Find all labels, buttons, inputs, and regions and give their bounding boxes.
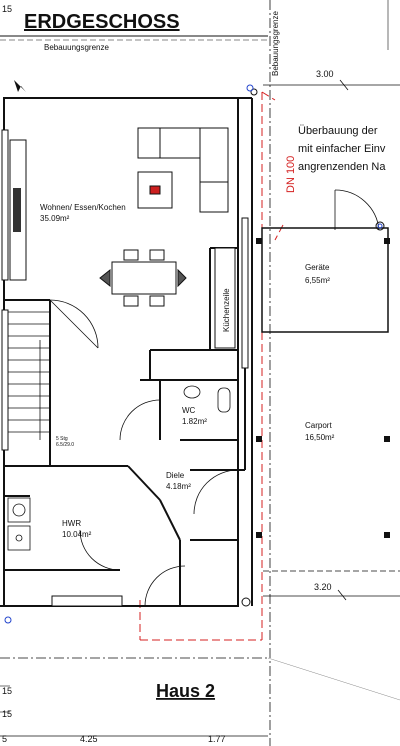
dim-bottom-a: 4.25: [80, 734, 98, 744]
note-line-3: angrenzenden Na: [298, 161, 386, 173]
dn-label: DN 100: [285, 156, 297, 193]
dim-top-right: 3.00: [316, 69, 334, 79]
page-title: ERDGESCHOSS: [24, 11, 180, 33]
red-marker: [149, 185, 161, 195]
windows: [1, 129, 249, 607]
room-wc-name: WC: [182, 406, 196, 415]
door-swings: [49, 189, 380, 607]
dim-left-b1: 15: [2, 686, 12, 696]
room-diele-name: Diele: [166, 471, 185, 480]
kitchen-counter: [214, 247, 236, 349]
note-line-2: mit einfacher Einv: [298, 143, 386, 155]
wc-fixtures: [183, 385, 231, 413]
room-living-name: Wohnen/ Essen/Kochen: [40, 203, 126, 212]
reference-markers: [4, 84, 385, 624]
dim-bottom-right: 3.20: [314, 582, 332, 592]
dim-left-b2: 15: [2, 709, 12, 719]
room-kitchen-name: Küchenzeile: [222, 288, 231, 332]
hwr-appliances: [7, 497, 31, 551]
room-hwr-name: HWR: [62, 519, 81, 528]
room-hwr-area: 10.04m²: [62, 530, 92, 539]
room-geraete-area: 6,55m²: [305, 276, 330, 285]
room-carport-area: 16,50m²: [305, 433, 335, 442]
note-line-1: Überbauung der: [298, 125, 378, 137]
stair-note-2: 6.5/29.0: [56, 442, 74, 448]
room-carport-name: Carport: [305, 421, 332, 430]
dim-bottom-b: 1.77: [208, 734, 226, 744]
haus-title: Haus 2: [156, 681, 215, 701]
building-limit-label: Bebauungsgrenze: [44, 43, 109, 52]
room-geraete-name: Geräte: [305, 263, 330, 272]
dining-table: [99, 249, 187, 307]
building-limit-vertical: Bebauungsgrenze: [271, 11, 280, 76]
dim-left-top: 15: [2, 4, 12, 14]
tv-icon: [13, 188, 21, 232]
sofa: [137, 127, 229, 213]
room-diele-area: 4.18m²: [166, 482, 191, 491]
stairs: [8, 311, 50, 440]
room-wc-area: 1.82m²: [182, 417, 207, 426]
room-living-area: 35.09m²: [40, 214, 70, 223]
dimension-ticks: [337, 79, 349, 601]
dim-left-b3: 5: [2, 734, 7, 744]
geraete-shed: [261, 227, 389, 333]
stair-note-1: 5 Stg: [56, 436, 68, 442]
carport-posts: [256, 238, 390, 538]
north-arrow-icon: [14, 80, 26, 92]
